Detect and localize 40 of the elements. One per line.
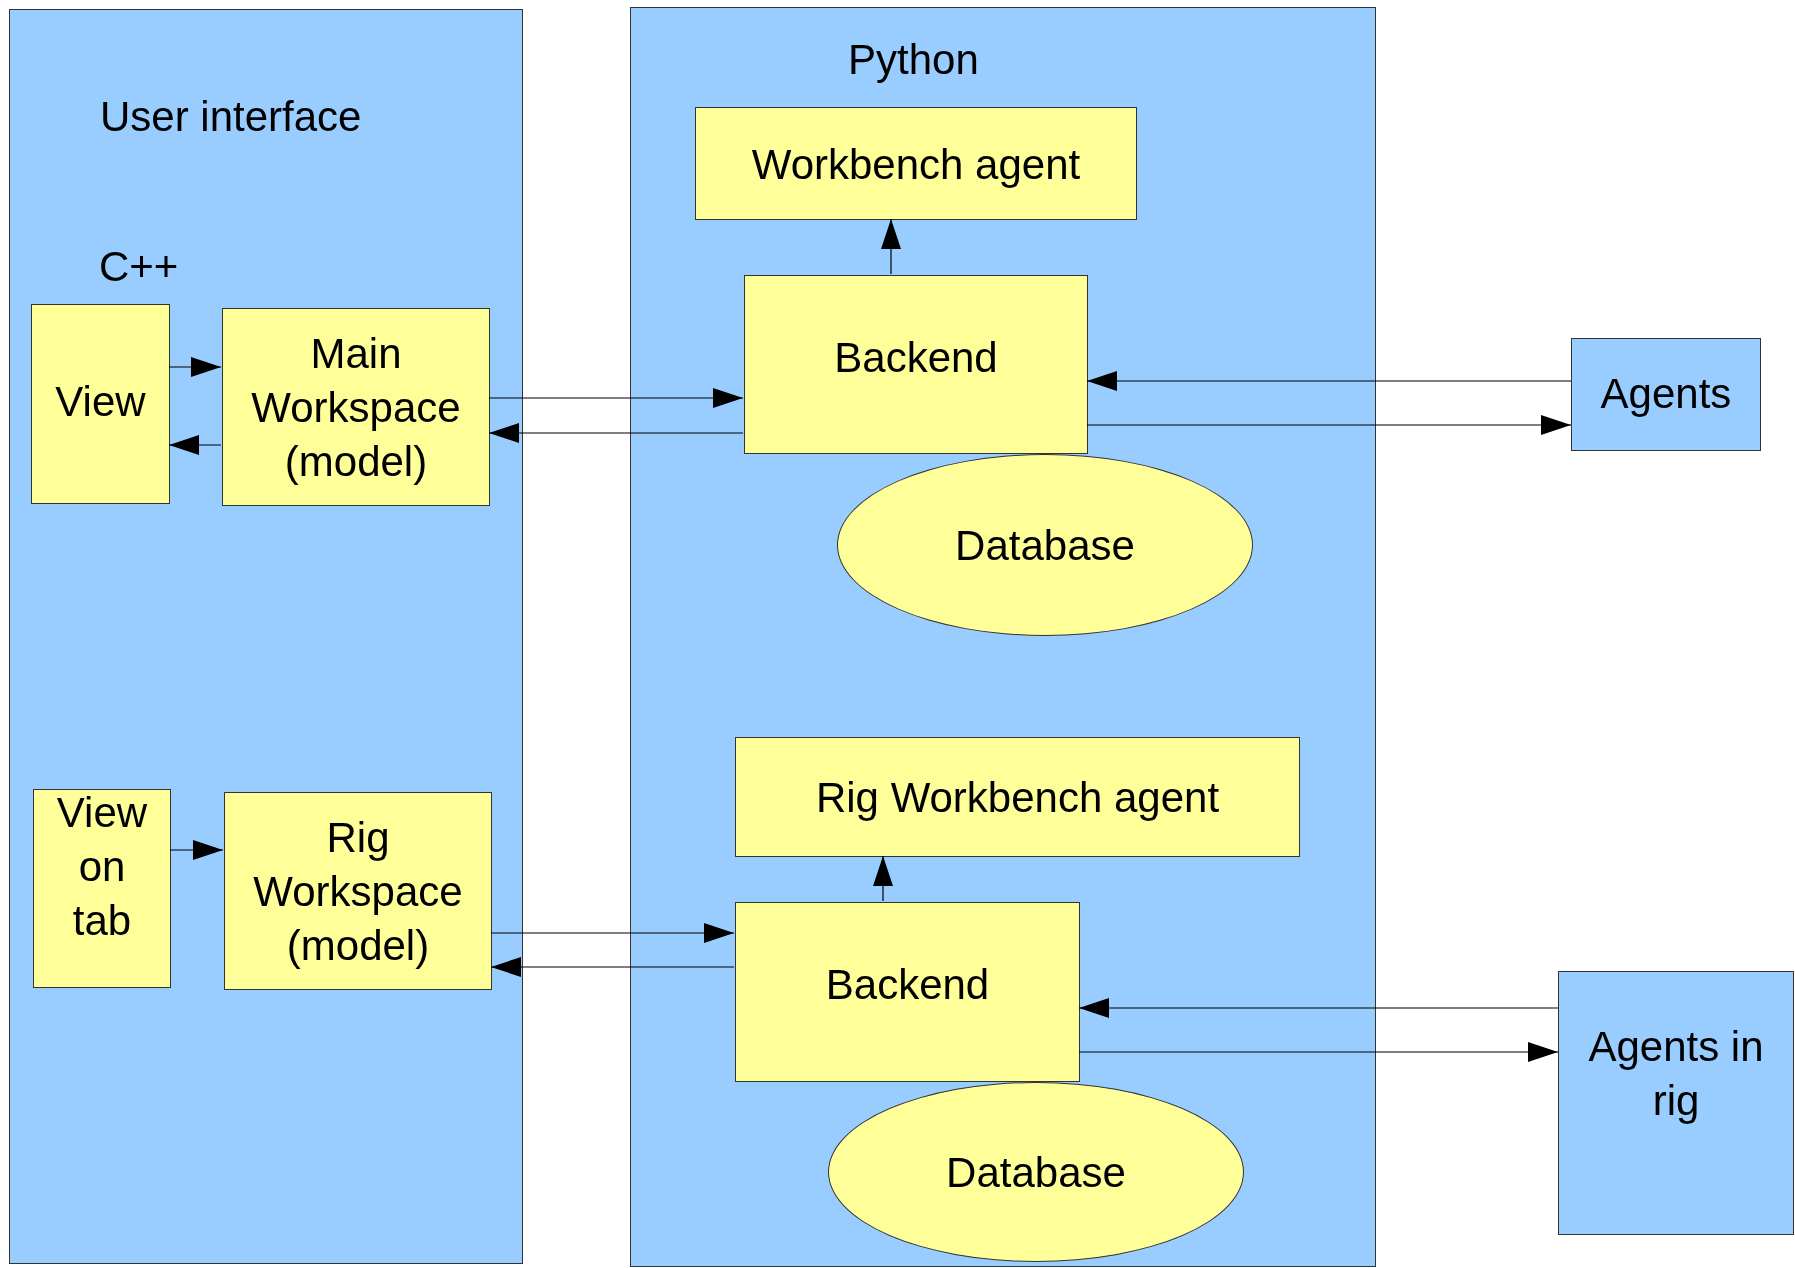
panel-heading: User interface <box>100 92 362 142</box>
node-label: Rig Workspace (model) <box>252 813 464 971</box>
process-box <box>222 308 490 506</box>
external-box <box>1571 338 1761 451</box>
arrow <box>168 435 222 455</box>
node-label: Agents <box>1599 369 1733 419</box>
node-label: Database <box>945 1148 1127 1198</box>
process-box <box>695 107 1137 220</box>
container-panel <box>9 9 523 1264</box>
process-box <box>744 275 1088 454</box>
panel-heading: Python <box>848 35 979 85</box>
arrow <box>1086 371 1572 391</box>
node-label: Database <box>954 521 1136 571</box>
node-label: Agents in rig <box>1587 1022 1765 1126</box>
node-label: View on tab <box>55 788 149 946</box>
arrow <box>1078 998 1559 1018</box>
arrow <box>1086 415 1572 435</box>
arrow <box>488 388 744 408</box>
arrow <box>168 357 222 377</box>
process-box <box>735 902 1080 1082</box>
arrow <box>488 423 744 443</box>
arrow <box>169 840 224 860</box>
node-label: Backend <box>824 960 991 1010</box>
node-label: Backend <box>833 333 999 383</box>
process-box <box>224 792 492 990</box>
arrow <box>490 957 735 977</box>
process-box <box>31 304 170 504</box>
process-box <box>735 737 1300 857</box>
arrow <box>873 855 893 902</box>
arrow <box>881 218 901 275</box>
external-box <box>1558 971 1794 1235</box>
node-label: Main Workspace (model) <box>250 329 462 487</box>
node-label: Rig Workbench agent <box>814 773 1221 823</box>
node-label: View <box>54 377 147 427</box>
language-label: C++ <box>99 242 179 292</box>
arrow <box>490 923 735 943</box>
container-panel <box>630 7 1376 1267</box>
process-box <box>33 789 171 988</box>
arrow <box>1078 1042 1559 1062</box>
node-label: Workbench agent <box>750 140 1082 190</box>
